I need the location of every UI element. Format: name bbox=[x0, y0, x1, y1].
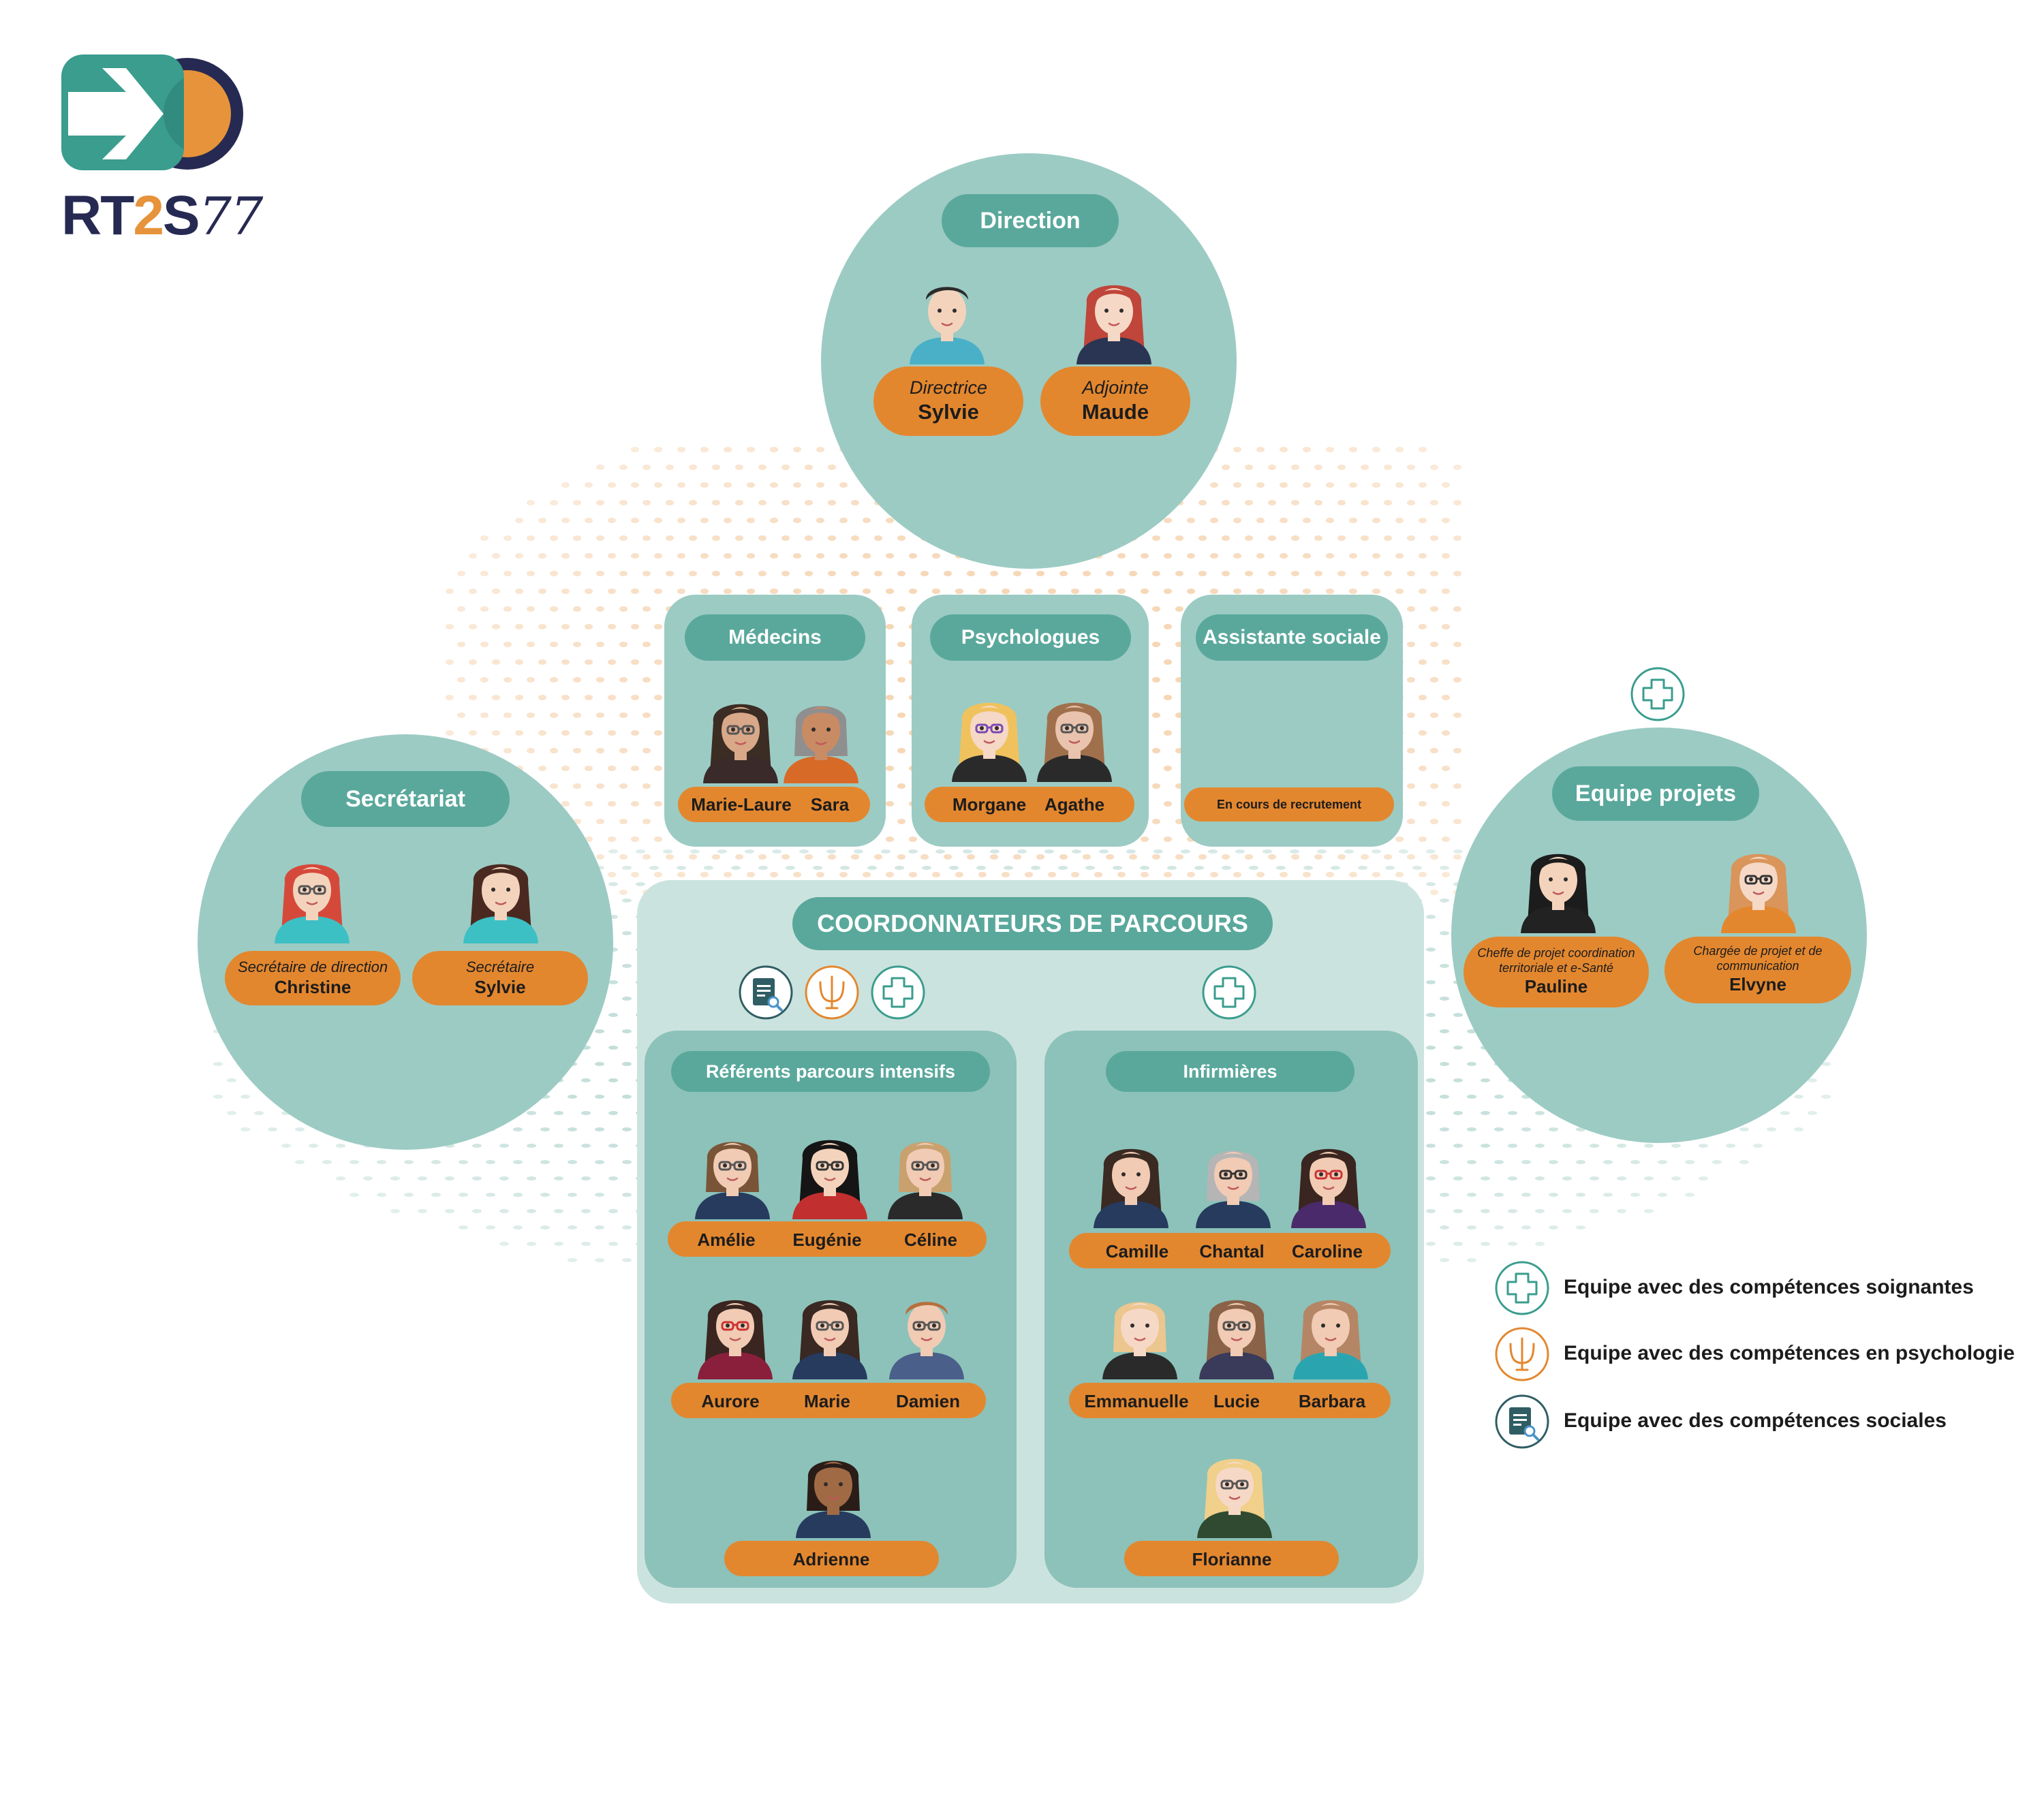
member-name: Damien bbox=[896, 1391, 960, 1411]
avatar bbox=[1089, 1277, 1191, 1379]
member-name: Eugénie bbox=[792, 1230, 862, 1250]
avatar bbox=[1080, 1126, 1182, 1228]
role-label: Secrétaire bbox=[465, 958, 535, 975]
legend-label-soignantes: Equipe avec des compétences soignantes bbox=[1564, 1276, 1974, 1298]
secretariat-title: Secrétariat bbox=[301, 771, 510, 827]
member-card-directrice: Directrice Sylvie bbox=[873, 366, 1023, 436]
member-name: Maude bbox=[1081, 399, 1149, 424]
member-name: Barbara bbox=[1298, 1391, 1366, 1411]
psi-icon bbox=[804, 965, 860, 1020]
member-name: Caroline bbox=[1291, 1241, 1363, 1262]
member-name: Marie-Laure bbox=[691, 794, 792, 815]
referents-row1-bar bbox=[668, 1221, 987, 1257]
cross-icon bbox=[870, 965, 926, 1020]
medecins-names-bar bbox=[678, 787, 870, 822]
avatar bbox=[896, 262, 998, 364]
cross-icon bbox=[1630, 666, 1686, 722]
member-name: Marie bbox=[804, 1391, 850, 1411]
assistante-title: Assistante sociale bbox=[1196, 614, 1388, 661]
avatar bbox=[874, 1117, 976, 1219]
psychologues-title: Psychologues bbox=[930, 614, 1131, 661]
logo-text: RT2S77 bbox=[61, 185, 263, 247]
direction-title: Direction bbox=[942, 194, 1119, 247]
avatar bbox=[681, 1117, 784, 1219]
member-name: Céline bbox=[903, 1230, 958, 1250]
member-name: Lucie bbox=[1213, 1391, 1260, 1411]
infirmieres-row3-bar bbox=[1124, 1541, 1339, 1576]
role-label: Directrice bbox=[909, 377, 987, 398]
member-name: Adrienne bbox=[792, 1549, 870, 1569]
role-label: Adjointe bbox=[1082, 377, 1149, 398]
logo-mark bbox=[61, 54, 243, 170]
member-name: Aurore bbox=[701, 1391, 760, 1411]
member-name: Sylvie bbox=[474, 976, 526, 997]
member-name: Emmanuelle bbox=[1084, 1391, 1189, 1411]
avatar bbox=[1182, 1126, 1284, 1228]
avatar bbox=[261, 841, 363, 943]
member-name: Chantal bbox=[1199, 1241, 1265, 1262]
legend-label-sociales: Equipe avec des compétences sociales bbox=[1564, 1409, 1947, 1432]
avatar bbox=[770, 681, 872, 783]
member-card-chargee: Chargée de projet et de communication El… bbox=[1664, 937, 1851, 1003]
projets-title: Equipe projets bbox=[1552, 766, 1759, 821]
member-name: Sylvie bbox=[918, 399, 979, 424]
member-card-cheffe: Cheffe de projet coordination territoria… bbox=[1464, 937, 1649, 1007]
avatar bbox=[690, 681, 792, 783]
infirmieres-title: Infirmières bbox=[1106, 1051, 1354, 1092]
recruitment-status: En cours de recrutement bbox=[1184, 787, 1394, 821]
avatar bbox=[1183, 1436, 1286, 1538]
social-icon bbox=[1494, 1394, 1550, 1450]
avatar bbox=[1707, 831, 1810, 933]
member-card-secretaire-direction: Secrétaire de direction Christine bbox=[225, 951, 401, 1005]
psychologues-names-bar bbox=[925, 787, 1134, 822]
avatar bbox=[450, 841, 552, 943]
cross-icon bbox=[1494, 1260, 1550, 1316]
infirmieres-row1-bar bbox=[1069, 1233, 1391, 1268]
cross-icon bbox=[1201, 965, 1257, 1020]
medecins-title: Médecins bbox=[685, 614, 865, 661]
referents-title: Référents parcours intensifs bbox=[671, 1051, 990, 1092]
member-card-secretaire: Secrétaire Sylvie bbox=[412, 951, 588, 1005]
psi-icon bbox=[1494, 1326, 1550, 1382]
avatar bbox=[938, 680, 1040, 782]
referents-row3-bar bbox=[724, 1541, 939, 1576]
member-name: Sara bbox=[810, 794, 850, 815]
member-card-adjointe: Adjointe Maude bbox=[1040, 366, 1190, 436]
avatar bbox=[1023, 680, 1126, 782]
avatar bbox=[684, 1277, 786, 1379]
avatar bbox=[1280, 1277, 1382, 1379]
member-name: Christine bbox=[274, 976, 352, 997]
avatar bbox=[779, 1117, 881, 1219]
member-name: Florianne bbox=[1192, 1549, 1272, 1569]
rt2s77-logo: RT2S77 bbox=[61, 54, 263, 247]
avatar bbox=[1278, 1126, 1380, 1228]
role-label: Chargée de projet et de communication bbox=[1693, 944, 1823, 973]
infirmieres-row2-bar bbox=[1069, 1383, 1391, 1418]
legend-label-psychologie: Equipe avec des compétences en psycholog… bbox=[1564, 1342, 2015, 1364]
member-name: Camille bbox=[1105, 1241, 1169, 1262]
referents-row2-bar bbox=[671, 1383, 986, 1418]
role-label: Cheffe de projet coordination territoria… bbox=[1477, 946, 1635, 975]
avatar bbox=[779, 1277, 881, 1379]
avatar bbox=[876, 1277, 978, 1379]
member-name: Amélie bbox=[697, 1230, 756, 1250]
avatar bbox=[1186, 1277, 1288, 1379]
avatar bbox=[1063, 262, 1165, 364]
avatar bbox=[1507, 831, 1609, 933]
coordonnateurs-title: COORDONNATEURS DE PARCOURS bbox=[792, 897, 1273, 950]
status-label: En cours de recrutement bbox=[1216, 797, 1362, 811]
social-icon bbox=[738, 965, 794, 1020]
member-name: Morgane bbox=[952, 794, 1027, 815]
member-name: Agathe bbox=[1044, 794, 1105, 815]
member-name: Pauline bbox=[1524, 976, 1588, 997]
member-name: Elvyne bbox=[1729, 974, 1786, 995]
avatar bbox=[782, 1436, 884, 1538]
role-label: Secrétaire de direction bbox=[237, 958, 388, 975]
